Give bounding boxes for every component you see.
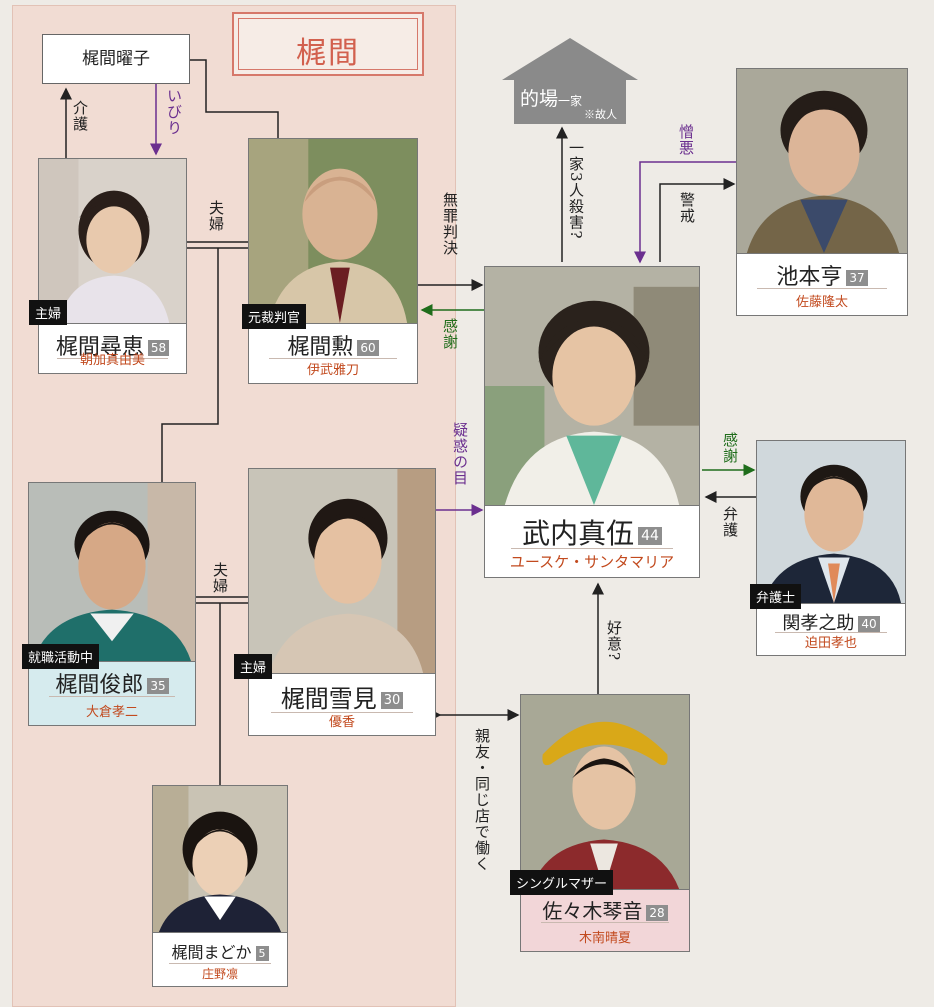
plate-madoka: 梶間まどか 5 庄野凛 — [152, 933, 288, 987]
portrait-sasaki — [520, 694, 690, 890]
matoba-name: 的場 — [520, 88, 558, 110]
label-kansha-2: 感謝 — [720, 432, 741, 464]
takeuchi-actor: ユースケ・サンタマリア — [485, 551, 699, 572]
madoka-name: 梶間まどか — [171, 943, 251, 962]
matoba-suffix: 一家 — [558, 94, 582, 108]
madoka-actor: 庄野凛 — [153, 965, 287, 982]
ikemoto-name: 池本亨 — [776, 265, 842, 290]
label-zouo: 憎悪 — [676, 124, 697, 156]
sasaki-age: 28 — [646, 905, 667, 921]
label-shinyu: 親友・同じ店で働く — [472, 728, 493, 872]
akiko-box: 梶間曜子 — [42, 34, 190, 84]
ikemoto-actor: 佐藤隆太 — [737, 291, 907, 310]
matoba-note: ※故人 — [584, 106, 617, 122]
madoka-name-row: 梶間まどか 5 — [153, 939, 287, 963]
takeuchi-age: 44 — [638, 527, 662, 545]
portrait-seki — [756, 440, 906, 604]
portrait-madoka — [152, 785, 288, 933]
card-madoka: 梶間まどか 5 庄野凛 — [152, 785, 288, 987]
isao-name: 梶間勲 — [287, 335, 353, 360]
isao-role: 元裁判官 — [242, 304, 306, 329]
madoka-age: 5 — [256, 946, 269, 961]
family-title-main: 梶間 — [296, 36, 360, 71]
label-kansha-1: 感謝 — [440, 318, 461, 350]
seki-name: 関孝之助 — [782, 613, 854, 634]
sasaki-role: シングルマザー — [510, 870, 613, 895]
label-kaigo: 介護 — [70, 100, 91, 132]
hiroe-actor: 朝加真由美 — [39, 349, 186, 368]
portrait-takeuchi — [484, 266, 700, 506]
label-giwaku: 疑惑の目 — [450, 422, 471, 486]
label-fufu-1: 夫婦 — [206, 200, 227, 232]
yukimi-actor: 優香 — [249, 711, 435, 730]
portrait-yukimi — [248, 468, 436, 674]
label-bengo: 弁護 — [720, 506, 741, 538]
portrait-shunro — [28, 482, 196, 662]
label-koui: 好意? — [604, 620, 625, 661]
hiroe-role: 主婦 — [29, 300, 67, 325]
seki-actor: 迫田孝也 — [757, 632, 905, 651]
sasaki-actor: 木南晴夏 — [521, 927, 689, 946]
seki-age: 40 — [858, 616, 879, 632]
akiko-name: 梶間曜子 — [82, 49, 150, 69]
isao-actor: 伊武雅刀 — [249, 359, 417, 378]
family-title: 梶間 — [234, 28, 422, 72]
portrait-isao — [248, 138, 418, 324]
label-muzai: 無罪判決 — [440, 192, 461, 256]
sasaki-name: 佐々木琴音 — [542, 899, 642, 923]
label-ikka: 一家3人殺害? — [566, 140, 587, 240]
shunro-actor: 大倉孝二 — [29, 701, 195, 720]
label-ibiri: いびり — [164, 88, 185, 136]
yukimi-role: 主婦 — [234, 654, 272, 679]
yukimi-name: 梶間雪見 — [281, 685, 377, 713]
takeuchi-name: 武内真伍 — [522, 517, 634, 550]
portrait-ikemoto — [736, 68, 908, 254]
ikemoto-age: 37 — [846, 270, 867, 286]
isao-age: 60 — [357, 340, 378, 356]
shunro-role: 就職活動中 — [22, 644, 99, 669]
label-keikai: 警戒 — [677, 192, 698, 224]
seki-role: 弁護士 — [750, 584, 801, 609]
family-title-box: 梶間 — [232, 12, 424, 76]
label-fufu-2: 夫婦 — [210, 562, 231, 594]
yukimi-age: 30 — [381, 692, 404, 709]
matoba-house-icon — [500, 36, 640, 126]
shunro-name: 梶間俊郎 — [55, 673, 143, 698]
shunro-age: 35 — [147, 678, 168, 694]
